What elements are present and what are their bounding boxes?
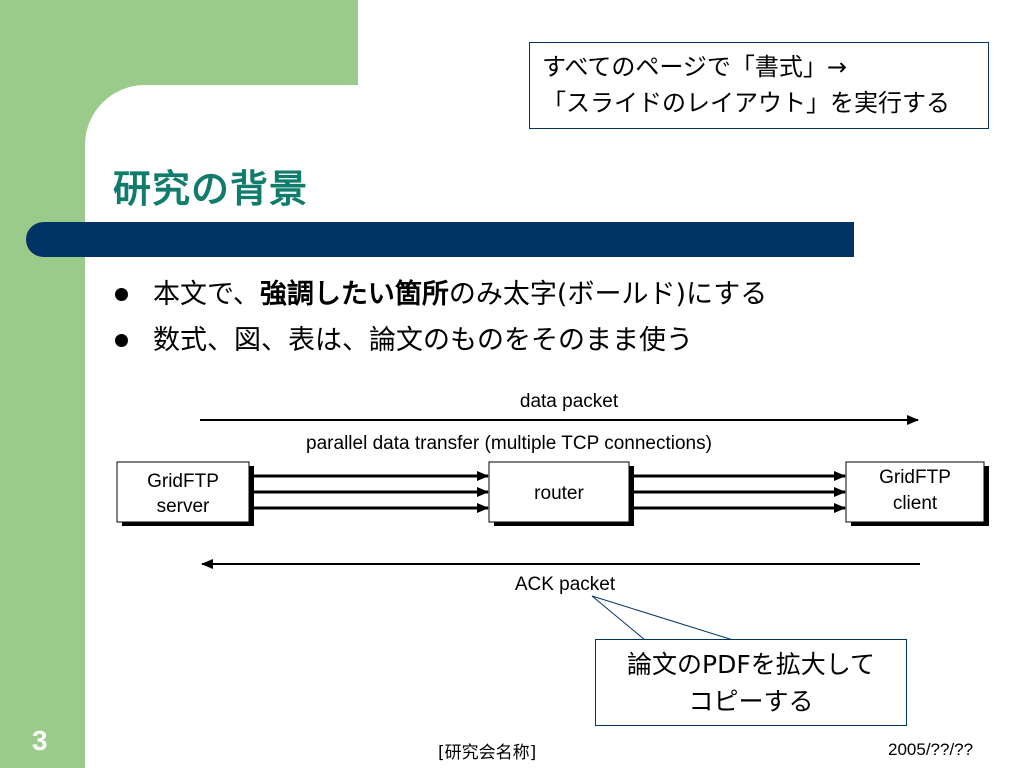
router-label: router — [534, 483, 584, 504]
note-line-1: すべてのページで「書式」→ — [542, 53, 847, 81]
side-decoration — [0, 0, 85, 768]
data-packet-label: data packet — [520, 391, 619, 412]
callout-line-1: 論文のPDFを拡大して — [627, 650, 875, 679]
bullet-item: 本文で、強調したい箇所のみ太字(ボールド)にする — [113, 272, 767, 318]
client-label-1: GridFTP — [879, 467, 951, 488]
bullet-dot-icon — [115, 334, 128, 347]
footer-meeting-name: [研究会名称] — [438, 743, 537, 763]
bullet-1-bold: 強調したい箇所 — [259, 279, 449, 310]
client-label-2: client — [893, 493, 938, 514]
callout-line-2: コピーする — [688, 687, 814, 716]
server-box — [116, 461, 250, 523]
instruction-note: すべてのページで「書式」→ 「スライドのレイアウト」を実行する — [529, 42, 989, 129]
bullet-item: 数式、図、表は、論文のものをそのまま使う — [113, 318, 767, 364]
callout-pointer — [591, 595, 734, 640]
bullet-1-pre: 本文で、 — [153, 279, 260, 310]
ack-packet-label: ACK packet — [515, 574, 616, 595]
server-label-2: server — [157, 496, 210, 517]
bullet-dot-icon — [115, 288, 128, 301]
corner-curve — [85, 85, 145, 145]
parallel-transfer-label: parallel data transfer (multiple TCP con… — [306, 433, 712, 454]
bullet-2-text: 数式、図、表は、論文のものをそのまま使う — [153, 325, 693, 356]
server-label-1: GridFTP — [147, 471, 219, 492]
title-underline-bar — [26, 222, 854, 257]
note-line-2: 「スライドのレイアウト」を実行する — [542, 89, 950, 117]
slide-title: 研究の背景 — [113, 167, 309, 211]
top-decoration — [0, 0, 358, 85]
bullet-1-post: のみ太字(ボールド)にする — [448, 279, 768, 310]
slide-number: 3 — [32, 725, 48, 756]
footer-date: 2005/??/?? — [888, 740, 974, 759]
router-box — [488, 461, 630, 523]
network-diagram: data packet parallel data transfer (mult… — [116, 391, 989, 640]
bullet-list: 本文で、強調したい箇所のみ太字(ボールド)にする 数式、図、表は、論文のものをそ… — [113, 272, 767, 364]
client-box — [845, 461, 985, 523]
callout-box: 論文のPDFを拡大して コピーする — [595, 639, 907, 726]
